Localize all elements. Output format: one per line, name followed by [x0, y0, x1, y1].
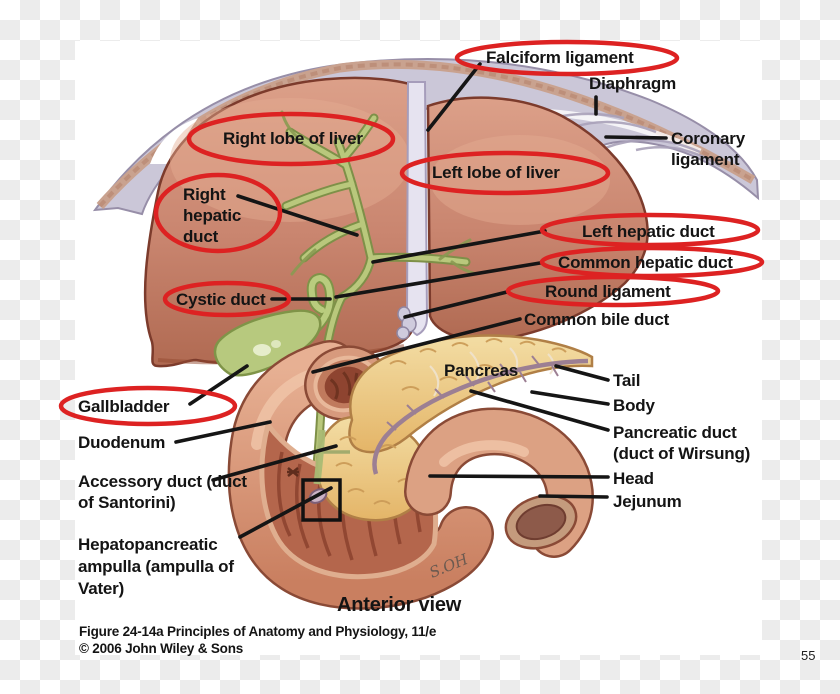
label-cystic-duct: Cystic duct: [176, 290, 266, 309]
view-title: Anterior view: [337, 594, 462, 616]
label-accessory-duct: Accessory duct (duct of Santorini): [78, 472, 247, 512]
leader-body: [530, 390, 610, 406]
leader-accessory-duct: [211, 444, 338, 482]
circle-gallbladder: [58, 385, 238, 427]
leader-common-bile-duct: [311, 317, 522, 374]
circle-falciform-ligament: [454, 39, 680, 77]
label-diaphragm: Diaphragm: [589, 74, 676, 93]
leader-common-hepatic-duct: [334, 261, 542, 299]
ampulla-highlight-box: [301, 478, 342, 522]
label-common-hepatic-duct: Common hepatic duct: [558, 253, 733, 272]
figure-caption-line1: Figure 24-14a Principles of Anatomy and …: [79, 624, 437, 639]
round-ligament-shape: [396, 306, 417, 340]
circle-left-lobe: [399, 150, 611, 196]
leader-right-hepatic-duct: [236, 194, 359, 237]
label-right-hepatic-duct: Right hepatic duct: [183, 185, 242, 246]
label-coronary-ligament: Coronary ligament: [671, 129, 745, 169]
leader-jejunum: [538, 494, 609, 499]
annotation-circles: [58, 39, 765, 427]
page-number: 55: [801, 648, 816, 663]
pancreatic-duct-shape: [372, 355, 589, 475]
label-gallbladder: Gallbladder: [78, 397, 170, 416]
leader-pancreatic-duct: [469, 389, 610, 432]
leader-left-hepatic-duct: [371, 229, 547, 264]
label-jejunum: Jejunum: [613, 492, 682, 511]
label-round-ligament: Round ligament: [545, 282, 671, 301]
leader-coronary-ligament: [604, 135, 668, 140]
label-pancreatic-duct: Pancreatic duct (duct of Wirsung): [613, 423, 751, 463]
label-falciform-ligament: Falciform ligament: [486, 48, 634, 67]
circle-left-hepatic-duct: [539, 212, 761, 248]
leader-round-ligament: [403, 290, 509, 319]
circle-right-hepatic-duct: [153, 172, 283, 254]
label-tail: Tail: [613, 371, 641, 390]
leader-gallbladder: [188, 364, 249, 406]
leader-tail: [554, 364, 610, 382]
label-body: Body: [613, 396, 655, 415]
label-pancreas: Pancreas: [444, 361, 519, 380]
circle-cystic-duct: [162, 280, 292, 318]
label-left-lobe-of-liver: Left lobe of liver: [432, 163, 560, 182]
pancreas-shape: [308, 334, 594, 522]
label-hepatopancreatic-ampulla: Hepatopancreatic ampulla (ampulla of Vat…: [78, 535, 234, 598]
leader-ampulla: [238, 486, 333, 539]
label-left-hepatic-duct: Left hepatic duct: [582, 222, 715, 241]
circle-round-ligament: [505, 274, 721, 308]
label-common-bile-duct: Common bile duct: [524, 310, 670, 329]
label-head: Head: [613, 469, 654, 488]
leader-duodenum: [174, 420, 272, 444]
jejunum-shape: [404, 407, 594, 558]
leader-head: [428, 474, 610, 479]
label-duodenum: Duodenum: [78, 433, 166, 452]
falciform-ligament-shape: [396, 81, 429, 340]
label-right-lobe-of-liver: Right lobe of liver: [223, 129, 363, 148]
leader-falciform-ligament: [426, 62, 482, 132]
figure-caption-line2: © 2006 John Wiley & Sons: [79, 641, 244, 656]
circle-right-lobe: [186, 111, 396, 167]
leader-lines: [174, 62, 668, 539]
